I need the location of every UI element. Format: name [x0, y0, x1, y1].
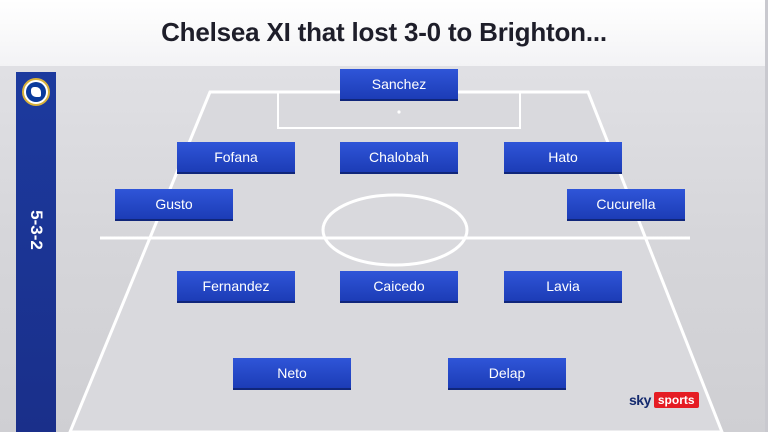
player-goalkeeper: Sanchez [340, 69, 458, 99]
player-cm-left: Fernandez [177, 271, 295, 301]
right-border [765, 0, 768, 432]
player-wb-left: Gusto [115, 189, 233, 219]
player-cb-left: Fofana [177, 142, 295, 172]
formation-label: 5-3-2 [27, 210, 46, 250]
chelsea-crest-icon [22, 78, 50, 106]
player-wb-right: Cucurella [567, 189, 685, 219]
page-title: Chelsea XI that lost 3-0 to Brighton... [161, 17, 607, 47]
player-st-left: Neto [233, 358, 351, 388]
player-cb-right: Hato [504, 142, 622, 172]
logo-sky-text: sky [629, 392, 651, 408]
logo-sports-text: sports [653, 392, 699, 408]
sky-sports-logo: sky sports [629, 391, 699, 409]
player-st-right: Delap [448, 358, 566, 388]
player-cm-right: Lavia [504, 271, 622, 301]
player-cm-center: Caicedo [340, 271, 458, 301]
player-cb-center: Chalobah [340, 142, 458, 172]
header-band: Chelsea XI that lost 3-0 to Brighton... [0, 0, 768, 66]
formation-side-bar [16, 72, 56, 432]
